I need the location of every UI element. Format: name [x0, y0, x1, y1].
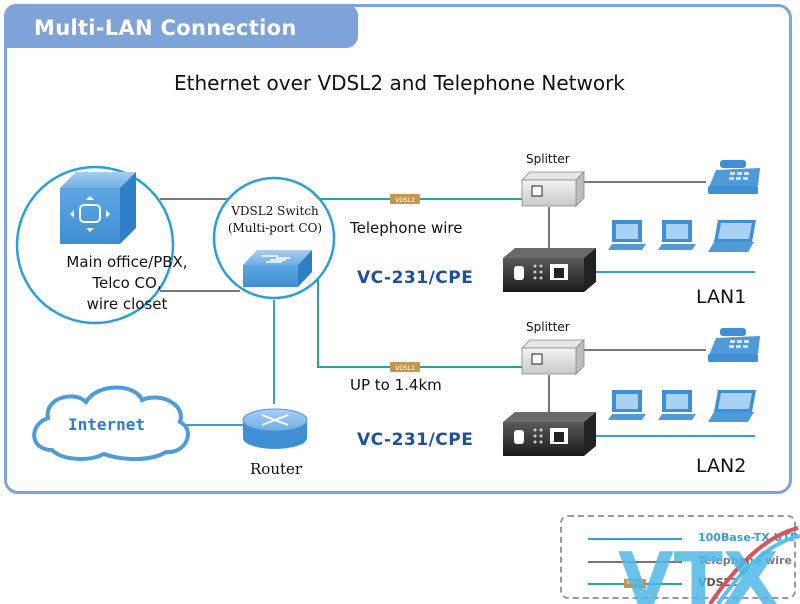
vdsl-tag-1: VDSL2 [390, 194, 420, 204]
vtx-watermark-logo: VTX [618, 526, 800, 604]
splitter-1 [521, 171, 585, 207]
legend-swatch-utp [588, 538, 682, 540]
cpe-device-2 [503, 412, 596, 456]
desktop-icon-lan1-1 [608, 220, 646, 250]
internet-label: Internet [68, 415, 146, 434]
phone-icon-2 [708, 328, 760, 362]
lan1-label: LAN1 [696, 286, 747, 308]
title-tab: Multi-LAN Connection [4, 4, 358, 48]
desktop-icon-lan2-1 [608, 390, 646, 420]
splitter-label-2: Splitter [526, 320, 570, 334]
svg-text:VDSL2: VDSL2 [395, 197, 415, 204]
distance-label: UP to 1.4km [350, 376, 442, 394]
vdsl-tag-2: VDSL2 [390, 362, 420, 372]
main-office-label-line1: Main office/PBX, [66, 253, 188, 271]
diagram-title: Multi-LAN Connection [34, 16, 297, 40]
main-office-label-line2: Telco CO, [92, 274, 162, 292]
telephone-wire-label: Telephone wire [350, 219, 463, 237]
cpe-label-2: VC-231/CPE [357, 430, 474, 450]
cpe-label-1: VC-231/CPE [357, 268, 474, 288]
phone-icon-1 [708, 160, 760, 194]
main-office-label: Main office/PBX, Telco CO, wire closet [58, 252, 196, 315]
pbx-cube-icon [60, 172, 136, 244]
desktop-icon-lan2-2 [658, 390, 696, 420]
splitter-2 [521, 339, 585, 375]
switch-node [212, 176, 336, 300]
cloud-icon [32, 385, 190, 461]
legend-vdsl-tag: VDSL2 [624, 579, 646, 588]
laptop-icon-lan1 [708, 220, 756, 252]
vdsl-wire-2 [317, 272, 522, 368]
main-office-label-line3: wire closet [86, 295, 168, 313]
diagram-frame [4, 4, 792, 494]
switch-label: VDSL2 Switch (Multi-port CO) [220, 203, 330, 237]
splitter-label-1: Splitter [526, 152, 570, 166]
switch-label-line2: (Multi-port CO) [227, 221, 323, 235]
switch-label-line1: VDSL2 Switch [231, 204, 319, 218]
router-label: Router [250, 460, 303, 478]
desktop-icon-lan1-2 [658, 220, 696, 250]
lan2-label: LAN2 [696, 455, 747, 477]
svg-text:VDSL2: VDSL2 [395, 365, 415, 372]
legend-swatch-telephone [588, 561, 682, 563]
watermark-text: VTX [618, 537, 778, 604]
switch-icon [243, 250, 312, 287]
main-office-node [15, 165, 175, 325]
laptop-icon-lan2 [708, 390, 756, 422]
diagram-subtitle: Ethernet over VDSL2 and Telephone Networ… [174, 71, 625, 95]
router-icon [242, 408, 308, 449]
cpe-device-1 [503, 248, 596, 292]
